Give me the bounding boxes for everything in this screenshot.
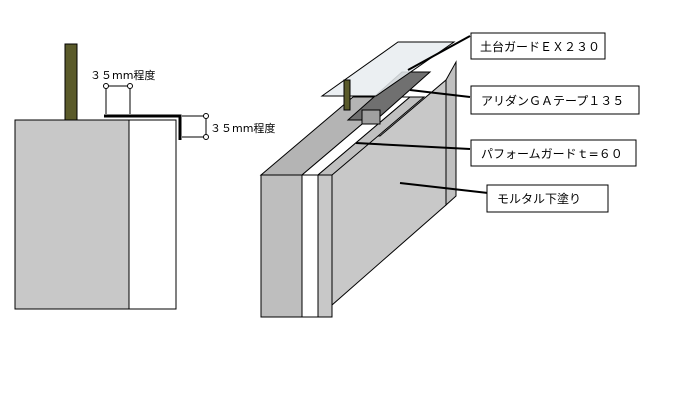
callout-sill-guard-box: [470, 32, 606, 60]
wall-end-face: [445, 60, 457, 207]
cross-section: ３５mm程度 ３５mm程度: [14, 43, 275, 310]
anchor-post: [64, 43, 78, 121]
insulation-section: [128, 119, 177, 310]
callout-mortar-label: モルタル下塗り: [497, 191, 581, 206]
foundation-section: [14, 119, 130, 310]
insulation-front: [301, 174, 319, 318]
sill-guard-section: [104, 114, 182, 140]
vertical-dimension: ３５mm程度: [182, 113, 275, 140]
callout-tape-label: アリダンＧＡテープ１３５: [481, 93, 624, 108]
mortar-front: [317, 174, 333, 318]
perspective-view: [259, 41, 457, 318]
callout-tape-box: [470, 85, 640, 115]
sill-guard-fold: [361, 109, 381, 125]
callout-mortar-box: [486, 184, 609, 213]
horizontal-dimension-label: ３５mm程度: [90, 68, 155, 82]
callouts: 土台ガードＥＸ２３０ アリダンＧＡテープ１３５ パフォームガードｔ=６０ モルタ…: [355, 32, 640, 213]
vertical-dimension-label: ３５mm程度: [210, 121, 275, 135]
foundation-front: [260, 174, 303, 318]
horizontal-dimension: ３５mm程度: [90, 68, 155, 114]
anchor-post-3d: [343, 79, 351, 111]
callout-sill-guard-label: 土台ガードＥＸ２３０: [480, 39, 600, 54]
sill-guard-sheet: [320, 41, 456, 97]
callout-foam-guard-label: パフォームガードｔ=６０: [481, 147, 623, 161]
callout-foam-guard-box: [470, 139, 637, 167]
